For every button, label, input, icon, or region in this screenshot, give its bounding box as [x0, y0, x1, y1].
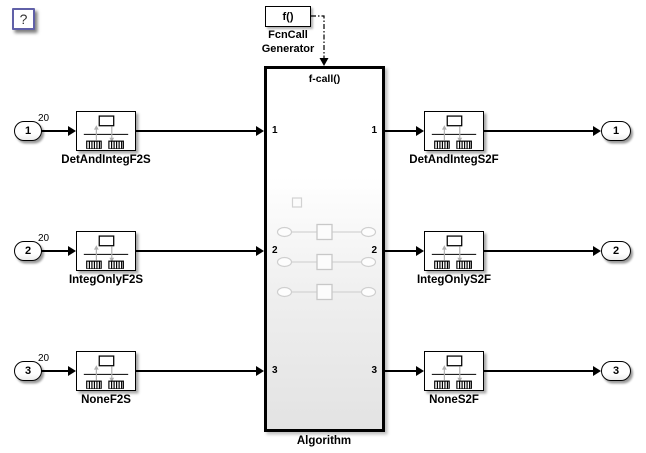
wire-arrowhead: [416, 246, 424, 256]
wire-arrowhead: [68, 126, 76, 136]
algorithm-subsystem-block[interactable]: f-call() 1 2 3 1 2 3: [264, 66, 385, 432]
content-preview-icon: [276, 197, 377, 301]
wire-arrowhead: [416, 366, 424, 376]
wire-arrowhead: [593, 366, 601, 376]
signal-wire[interactable]: [135, 250, 258, 252]
wire-arrowhead: [256, 126, 264, 136]
trigger-port-label: f-call(): [308, 73, 341, 85]
nones2f-block[interactable]: [424, 351, 484, 391]
fcncall-generator-label: FcnCall Generator: [233, 29, 343, 56]
integonlyf2s-block[interactable]: [76, 231, 136, 271]
fcncall-generator-block[interactable]: f(): [265, 6, 311, 27]
algorithm-left-port-3: 3: [272, 365, 278, 376]
signal-width-label: 20: [38, 113, 50, 124]
signal-wire[interactable]: [384, 250, 417, 252]
function-call-connector[interactable]: [305, 0, 335, 70]
signal-wire[interactable]: [483, 250, 594, 252]
output-port-1[interactable]: 1: [601, 121, 631, 141]
data-type-conversion-icon: [427, 114, 481, 149]
wire-arrowhead: [256, 366, 264, 376]
wire-arrowhead: [416, 126, 424, 136]
input-port-3[interactable]: 3: [14, 361, 42, 381]
detandintegf2s-label: DetAndIntegF2S: [61, 154, 151, 166]
wire-arrowhead: [256, 246, 264, 256]
data-type-conversion-icon: [427, 234, 481, 269]
wire-arrowhead: [593, 246, 601, 256]
function-call-arrowhead: [319, 58, 329, 66]
wire-arrowhead: [68, 246, 76, 256]
algorithm-block-label: Algorithm: [296, 435, 352, 447]
integonlys2f-block[interactable]: [424, 231, 484, 271]
signal-wire[interactable]: [41, 370, 70, 372]
integonlys2f-label: IntegOnlyS2F: [416, 274, 492, 286]
data-type-conversion-icon: [427, 354, 481, 389]
signal-wire[interactable]: [483, 130, 594, 132]
signal-wire[interactable]: [135, 370, 258, 372]
help-button[interactable]: ?: [12, 8, 35, 30]
wire-arrowhead: [68, 366, 76, 376]
nones2f-label: NoneS2F: [429, 394, 479, 406]
algorithm-right-port-3: 3: [371, 365, 377, 376]
signal-wire[interactable]: [135, 130, 258, 132]
output-port-2[interactable]: 2: [601, 241, 631, 261]
fcncall-generator-label-line2: Generator: [261, 42, 315, 55]
input-port-2[interactable]: 2: [14, 241, 42, 261]
signal-wire[interactable]: [483, 370, 594, 372]
detandintegs2f-label: DetAndIntegS2F: [409, 154, 499, 166]
signal-wire[interactable]: [41, 130, 70, 132]
detandintegs2f-block[interactable]: [424, 111, 484, 151]
detandintegf2s-block[interactable]: [76, 111, 136, 151]
algorithm-right-port-2: 2: [371, 245, 377, 256]
data-type-conversion-icon: [79, 114, 133, 149]
nonef2s-block[interactable]: [76, 351, 136, 391]
integonlyf2s-label: IntegOnlyF2S: [68, 274, 144, 286]
fcncall-generator-label-line1: FcnCall: [268, 29, 308, 41]
nonef2s-label: NoneF2S: [81, 394, 131, 406]
data-type-conversion-icon: [79, 234, 133, 269]
algorithm-right-port-1: 1: [371, 125, 377, 136]
signal-wire[interactable]: [384, 370, 417, 372]
data-type-conversion-icon: [79, 354, 133, 389]
signal-width-label: 20: [38, 353, 50, 364]
signal-width-label: 20: [38, 233, 50, 244]
algorithm-left-port-1: 1: [272, 125, 278, 136]
input-port-1[interactable]: 1: [14, 121, 42, 141]
wire-arrowhead: [593, 126, 601, 136]
signal-wire[interactable]: [384, 130, 417, 132]
algorithm-left-port-2: 2: [272, 245, 278, 256]
output-port-3[interactable]: 3: [601, 361, 631, 381]
signal-wire[interactable]: [41, 250, 70, 252]
